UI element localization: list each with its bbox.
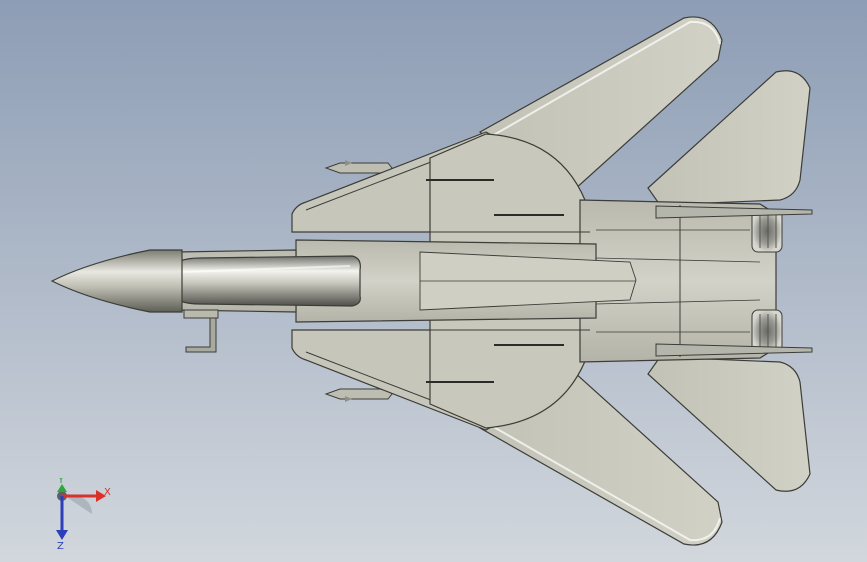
refuel-probe <box>183 309 219 353</box>
lower-missile <box>324 388 393 402</box>
x-axis-arrow <box>62 490 106 502</box>
upper-engine-nozzle <box>751 209 783 253</box>
lower-wing[interactable] <box>478 371 723 546</box>
nose-cone[interactable] <box>50 249 183 313</box>
lower-engine-nozzle <box>751 309 783 353</box>
lower-stabilizer[interactable] <box>647 356 811 492</box>
x-axis-label: X <box>104 487 111 498</box>
upper-wing[interactable] <box>478 16 723 191</box>
upper-stabilizer[interactable] <box>647 70 811 206</box>
y-axis-label: Y <box>57 478 65 486</box>
y-axis-arrow <box>57 484 67 492</box>
upper-missile <box>324 160 393 174</box>
axis-triad[interactable]: X Y Z <box>44 478 116 550</box>
z-axis-label: Z <box>57 541 64 550</box>
z-axis-arrow <box>56 496 68 540</box>
canopy[interactable] <box>167 255 361 307</box>
